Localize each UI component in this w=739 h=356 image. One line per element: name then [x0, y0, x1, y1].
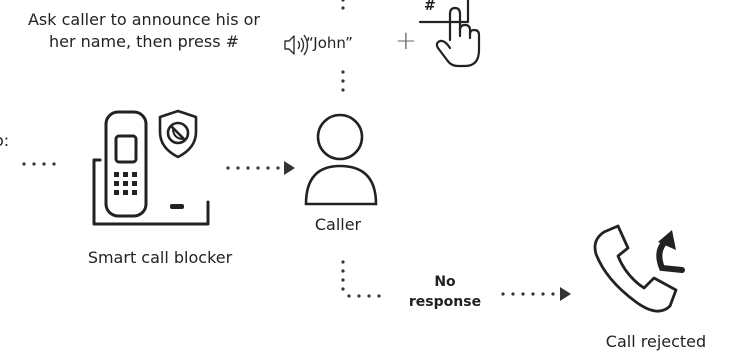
device-label: Smart call blocker	[87, 248, 233, 267]
result-label: Call rejected	[605, 332, 707, 351]
plus-sign: +	[395, 26, 417, 56]
caller-label: Caller	[314, 215, 362, 234]
person-icon	[304, 113, 378, 206]
shield-block-icon	[158, 109, 198, 159]
hand-press-icon	[418, 0, 481, 68]
speaker-icon	[284, 34, 309, 56]
keypad-hash-key: #	[424, 0, 436, 14]
cut-off-label: o:	[0, 131, 10, 150]
instruction-text: Ask caller to announce his or her name, …	[27, 10, 261, 51]
no-response-line-1: No	[434, 274, 456, 290]
no-response-label: No response	[392, 272, 498, 312]
no-response-line-2: response	[408, 294, 482, 310]
cordless-phone-icon	[92, 110, 210, 226]
handset-reject-icon	[593, 224, 685, 313]
utterance-text: “John”	[306, 34, 353, 52]
